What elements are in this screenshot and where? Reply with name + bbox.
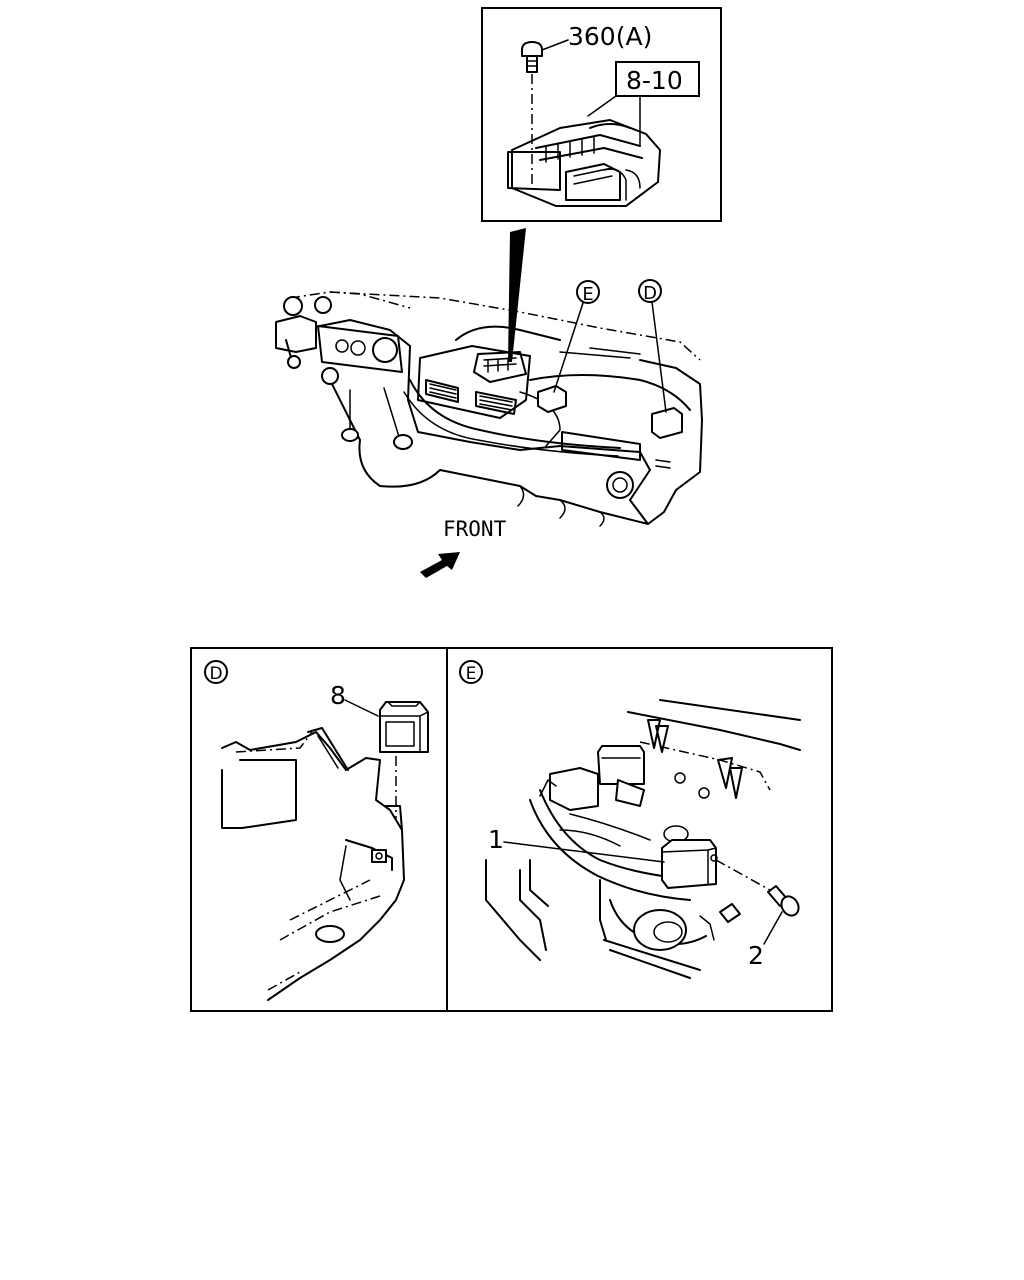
- fuse-block-detail: [507, 119, 661, 207]
- detail-e-part-label-1: 1: [488, 825, 504, 854]
- detail-d-title: D: [209, 664, 222, 684]
- callout-d-circle: [638, 279, 662, 303]
- callout-d: D: [643, 283, 657, 304]
- dashboard-view: E D: [275, 279, 703, 527]
- relay-module-icon: [379, 701, 429, 753]
- detail-e-title-circle: [459, 660, 483, 684]
- detail-e-title: E: [466, 664, 477, 684]
- top-inset-frame: [481, 7, 722, 222]
- detail-d: D 8: [204, 660, 429, 1001]
- callout-e-circle: [576, 280, 600, 304]
- inset-pointer: [508, 228, 526, 362]
- detail-e-part-label-2: 2: [748, 941, 764, 970]
- ref-box-label: 8-10: [626, 66, 683, 95]
- relay-1-icon: [661, 839, 718, 889]
- detail-d-title-circle: [204, 660, 228, 684]
- detail-d-part-label: 8: [330, 681, 346, 710]
- bolt-2-icon: [767, 885, 800, 917]
- bolt-360a-icon: [521, 41, 543, 73]
- fastener-callout: 360(A): [568, 22, 652, 51]
- front-label: FRONT: [443, 517, 507, 541]
- ref-box: [615, 61, 700, 97]
- callout-e: E: [582, 284, 593, 305]
- detail-panels-frame: [190, 647, 833, 1012]
- top-inset: 360(A) 8-10: [481, 7, 722, 222]
- front-arrow-icon: [420, 552, 460, 578]
- detail-e: E: [459, 660, 801, 979]
